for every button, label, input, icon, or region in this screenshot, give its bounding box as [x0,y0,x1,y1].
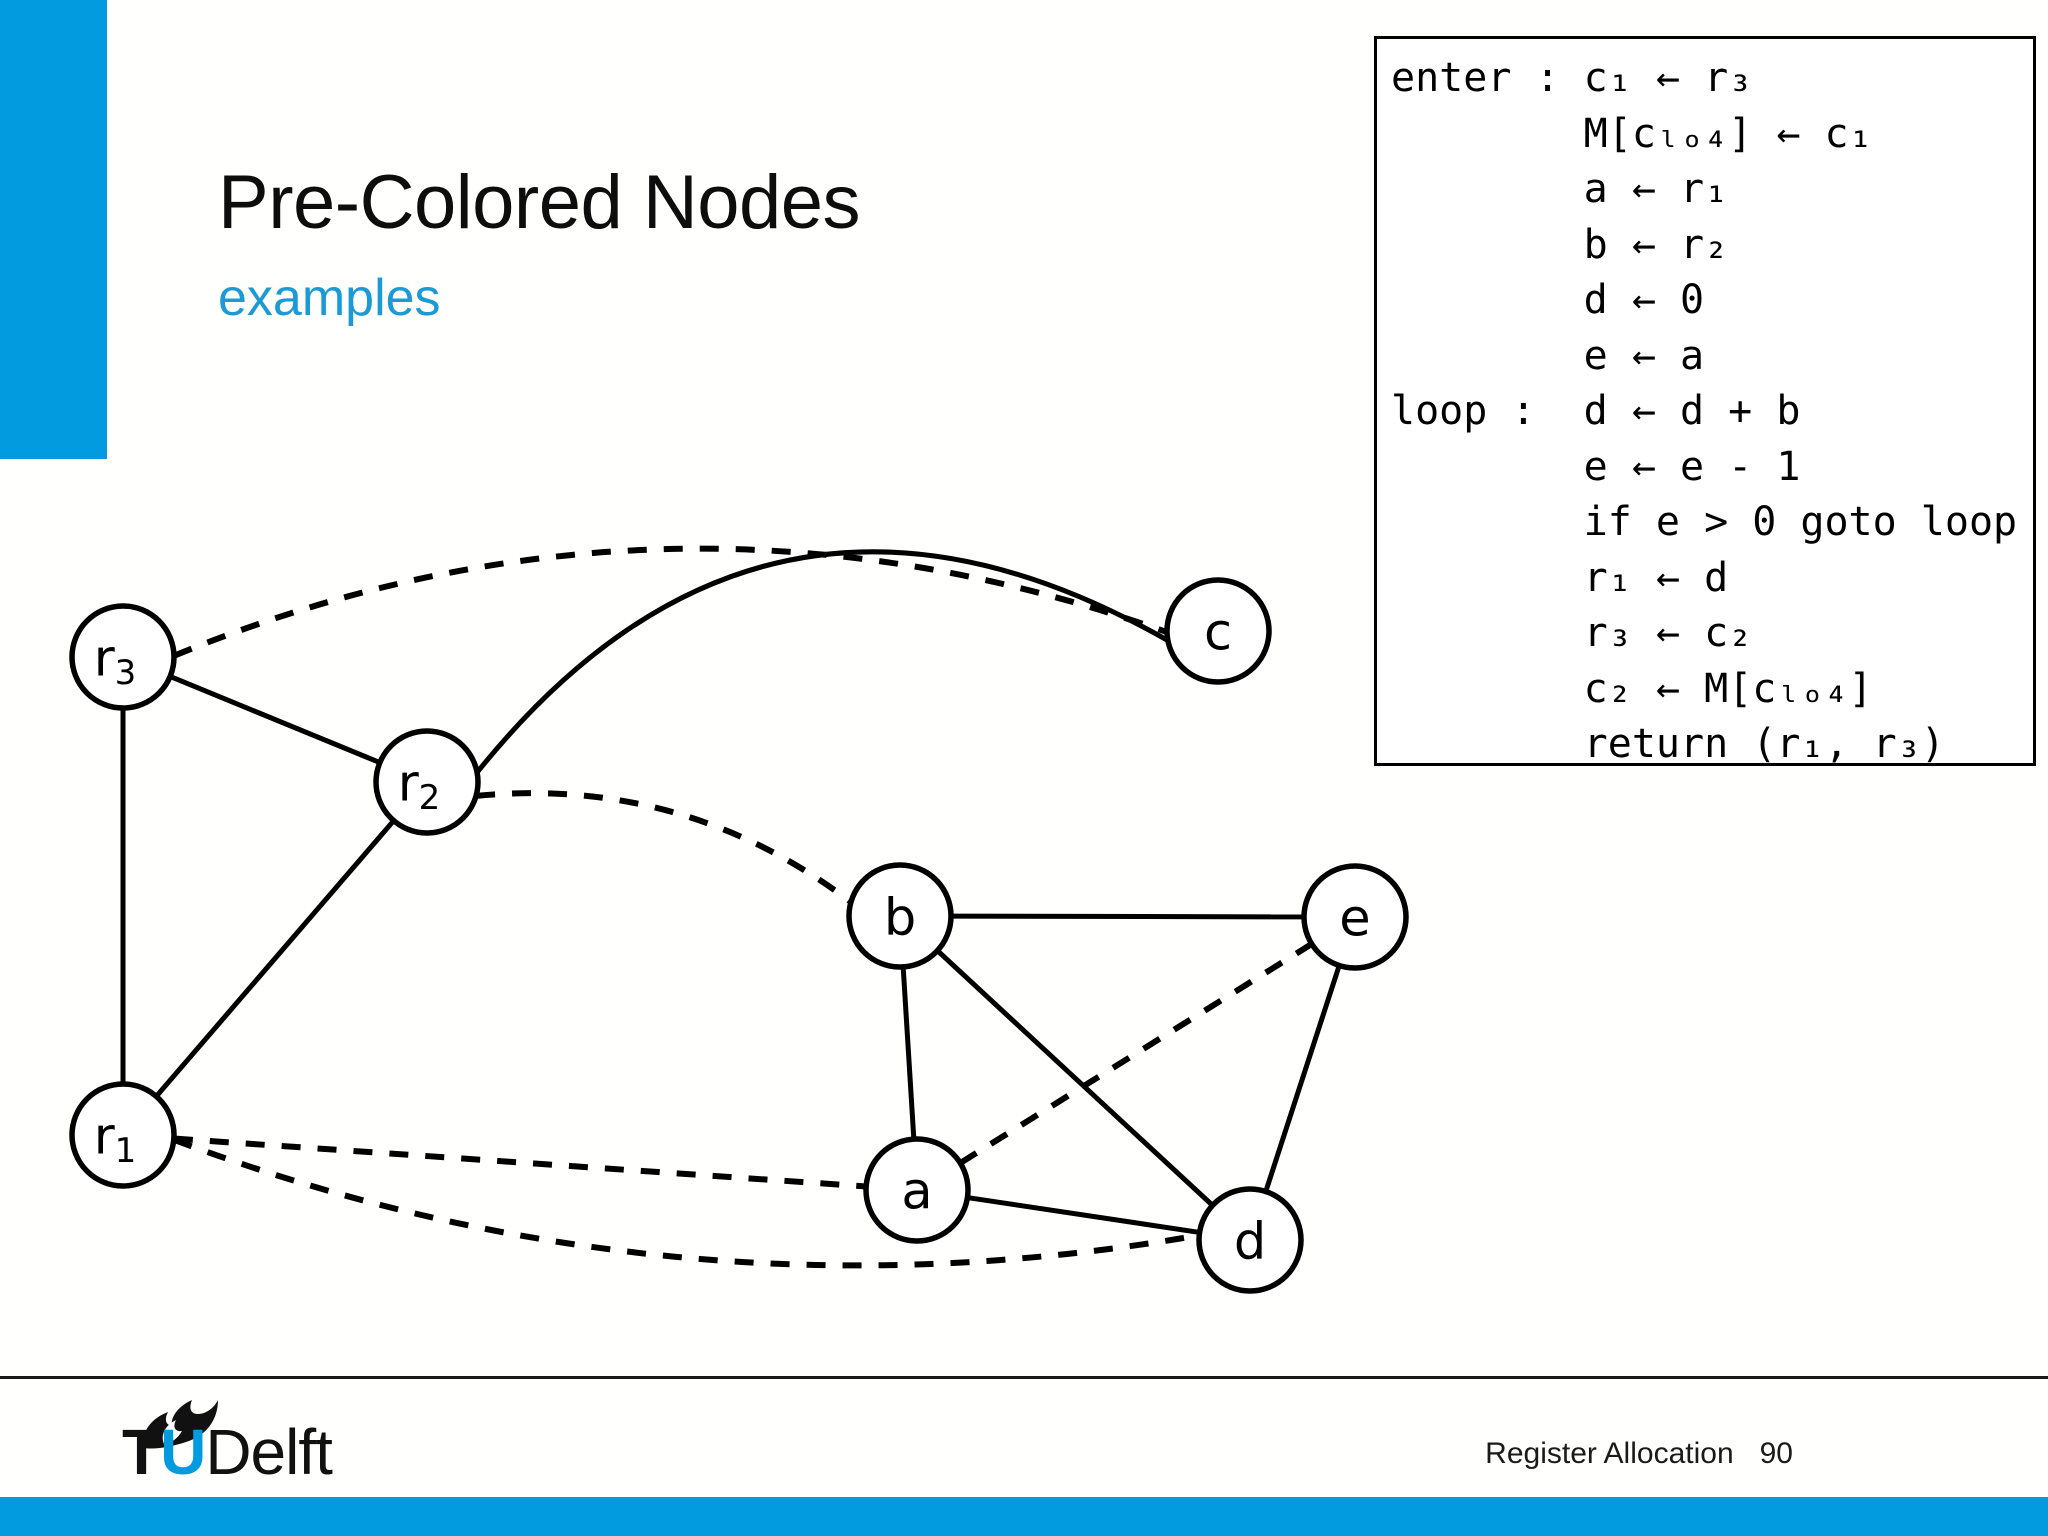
graph-node-r1[interactable]: r1 [69,1081,177,1189]
graph-edge-dashed [958,941,1314,1166]
code-line: enter : c₁ ← r₃ [1391,55,1753,101]
graph-edge-solid [169,674,381,765]
page-subtitle: examples [218,269,441,327]
graph-node-layer: r3 r2 r1 c b e a d [69,577,1409,1294]
graph-edge-solid [967,1195,1200,1235]
graph-edge-dashed [172,545,1169,659]
graph-node-d[interactable]: d [1196,1186,1304,1294]
node-circle[interactable] [69,1081,177,1189]
graph-node-r3[interactable]: r3 [69,603,177,711]
node-circle[interactable] [1301,863,1409,971]
node-label: r1 [94,1108,137,1172]
title-block: Pre-Colored Nodes examples [218,160,1218,328]
node-label: b [884,889,916,948]
code-listing: enter : c₁ ← r₃ M[cₗₒ₄] ← c₁ a ← r₁ b ← … [1391,51,2017,773]
logo-wordmark: TUDelft [122,1420,333,1484]
graph-edge-solid [154,819,396,1098]
course-name: Register Allocation [1485,1437,1734,1470]
code-line: b ← r₂ [1391,221,1729,268]
code-line: d ← 0 [1391,277,1705,323]
node-label: d [1234,1213,1266,1272]
code-line: c₂ ← M[cₗₒ₄] [1391,665,1873,712]
code-line: if e > 0 goto loop [1391,499,2018,545]
graph-node-e[interactable]: e [1301,863,1409,971]
page-number: 90 [1759,1437,1793,1470]
code-line: return (r₁, r₃) [1391,721,1945,767]
node-label: r3 [94,630,137,694]
graph-edge-solid [475,549,1170,775]
logo-letter-t: T [122,1416,161,1488]
footer-divider [0,1376,2048,1379]
node-label: c [1204,604,1232,663]
logo-word-delft: Delft [205,1416,333,1488]
code-line: e ← a [1391,332,1705,379]
graph-edge-layer [120,545,1342,1269]
code-line: a ← r₁ [1391,166,1729,212]
code-line: r₃ ← c₂ [1391,610,1753,656]
logo-letter-u: U [160,1416,206,1488]
graph-node-b[interactable]: b [846,862,954,970]
node-circle[interactable] [1164,577,1272,685]
graph-edge-solid [1263,964,1342,1193]
graph-edge-dashed [475,790,853,905]
graph-node-c[interactable]: c [1164,577,1272,685]
graph-edge-dashed [172,1136,1200,1269]
page-title: Pre-Colored Nodes [218,160,861,245]
code-line: loop : d ← d + b [1391,388,1801,434]
graph-node-r2[interactable]: r2 [373,728,481,836]
code-line: M[cₗₒ₄] ← c₁ [1391,110,1873,157]
code-line: r₁ ← d [1391,554,1729,601]
node-label: a [901,1163,932,1222]
footer-meta: Register Allocation 90 [1485,1437,1793,1471]
graph-edge-solid [900,966,917,1140]
accent-bar [0,0,107,459]
node-circle[interactable] [846,862,954,970]
node-label: r2 [398,755,441,819]
graph-edge-dashed [173,1135,867,1190]
node-circle[interactable] [1196,1186,1304,1294]
graph-edge-solid [935,948,1215,1208]
node-circle[interactable] [863,1136,971,1244]
node-circle[interactable] [69,603,177,711]
graph-edge-solid [950,913,1305,920]
code-line: e ← e - 1 [1391,443,1801,490]
flame-icon [143,1400,218,1449]
node-circle[interactable] [373,728,481,836]
graph-node-a[interactable]: a [863,1136,971,1244]
code-listing-box: enter : c₁ ← r₃ M[cₗₒ₄] ← c₁ a ← r₁ b ← … [1374,36,2036,767]
footer-accent-bar [0,1497,2048,1536]
node-label: e [1339,890,1370,949]
